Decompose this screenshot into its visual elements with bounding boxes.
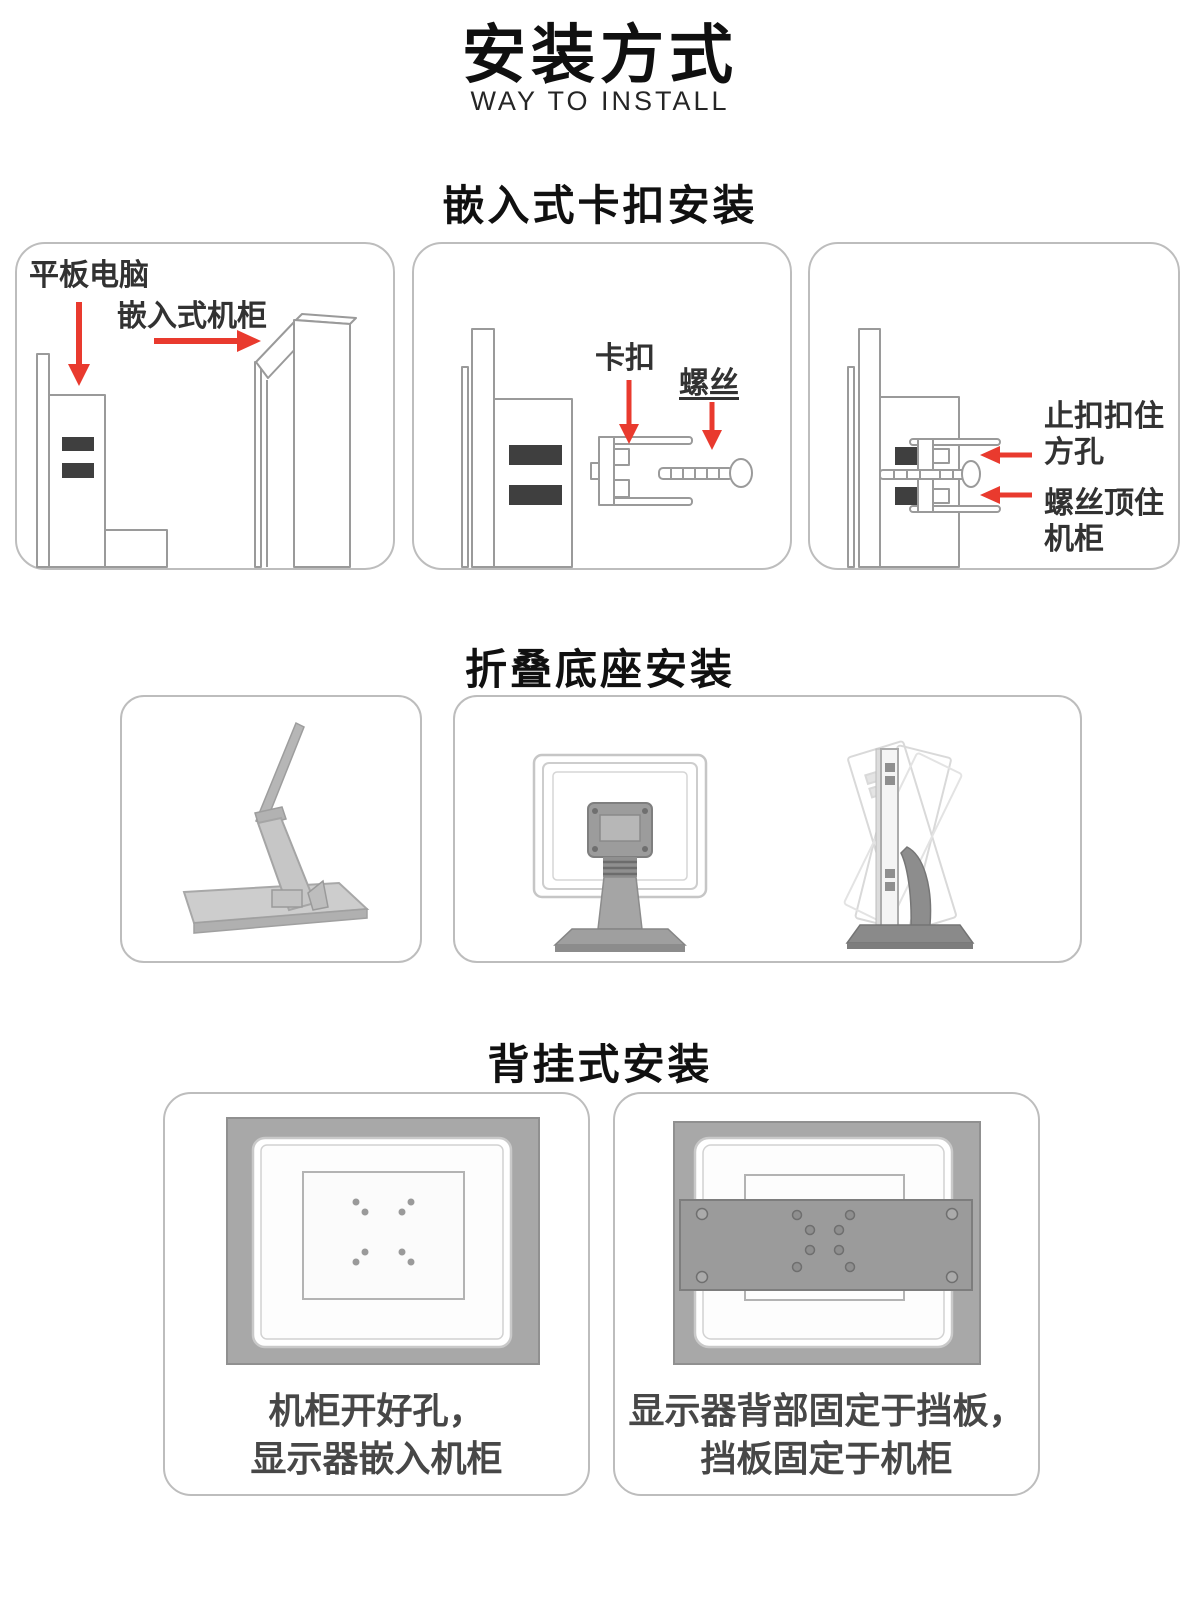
mount-holes — [352, 1198, 415, 1266]
arrow-down-tablet — [68, 302, 90, 386]
buckle-clip — [590, 436, 693, 506]
section-clip-title: 嵌入式卡扣安装 — [442, 182, 758, 229]
arrow-right-cabinet — [154, 330, 261, 352]
cabinet-front — [226, 1117, 540, 1365]
baffle-mount-diagram — [673, 1121, 981, 1365]
cabinet-label: 嵌入式机柜 — [117, 300, 267, 333]
fastened-diagram — [847, 328, 1032, 568]
panel-cabinet-cutout: 机柜开好孔， 显示器嵌入机柜 — [163, 1092, 590, 1496]
tablet-side-view — [36, 353, 168, 568]
stand-usage-diagram — [532, 740, 975, 952]
baffle-mount-caption-line2: 挡板固定于机柜 — [700, 1438, 953, 1479]
panel-buckle-screw: 卡扣 螺丝 — [412, 242, 792, 570]
screw-hold-label-line1: 螺丝顶住 — [1044, 487, 1164, 520]
buckle-label: 卡扣 — [595, 342, 655, 375]
monitor-back-view — [532, 753, 708, 952]
page-subtitle: WAY TO INSTALL — [470, 86, 730, 116]
panel-tablet-cabinet: 平板电脑 嵌入式机柜 — [15, 242, 395, 570]
folded-stand — [182, 721, 370, 934]
cabinet-cutout-diagram — [226, 1117, 540, 1365]
baffle-corner-screws — [695, 1207, 959, 1284]
arrow-left-screw-hold — [980, 486, 1032, 504]
buckle-screw-diagram — [461, 328, 753, 568]
screw-hold-label: 螺丝顶住 机柜 — [1044, 486, 1164, 558]
section-base-title: 折叠底座安装 — [464, 646, 735, 693]
stop-buckle-label-line1: 止扣扣住 — [1044, 400, 1164, 433]
tablet-side-view — [461, 328, 573, 568]
tablet-side-view — [847, 328, 960, 568]
panel-folded-stand — [120, 695, 422, 963]
screw-hold-label-line2: 机柜 — [1044, 523, 1104, 556]
screw-label: 螺丝 — [679, 367, 739, 400]
arrow-down-buckle — [619, 380, 639, 444]
screw — [658, 458, 753, 488]
arrow-down-screw — [702, 402, 722, 450]
cabinet-frame — [254, 313, 357, 568]
section-back-title: 背挂式安装 — [487, 1041, 713, 1088]
baffle-plate — [679, 1199, 973, 1291]
tablet-label: 平板电脑 — [29, 259, 149, 292]
stop-buckle-label-line2: 方孔 — [1044, 436, 1104, 469]
panel-stand-usage — [453, 695, 1082, 963]
mounted-clip — [879, 438, 1001, 513]
page-title: 安装方式 — [462, 19, 738, 91]
panel-baffle-mount: 显示器背部固定于挡板， 挡板固定于机柜 — [613, 1092, 1040, 1496]
cabinet-cutout-caption-line2: 显示器嵌入机柜 — [250, 1438, 503, 1479]
arrow-left-stop-buckle — [980, 446, 1032, 464]
monitor-tilt-side-view — [843, 740, 975, 949]
panel-fastened: 止扣扣住 方孔 螺丝顶住 机柜 — [808, 242, 1180, 570]
baffle-vesa-holes — [791, 1209, 856, 1273]
baffle-mount-caption-line1: 显示器背部固定于挡板， — [628, 1390, 1025, 1431]
stop-buckle-label: 止扣扣住 方孔 — [1044, 399, 1164, 471]
tablet-cabinet-diagram — [36, 302, 357, 568]
folded-stand-diagram — [182, 721, 370, 934]
cabinet-cutout-caption-line1: 机柜开好孔， — [268, 1390, 485, 1431]
